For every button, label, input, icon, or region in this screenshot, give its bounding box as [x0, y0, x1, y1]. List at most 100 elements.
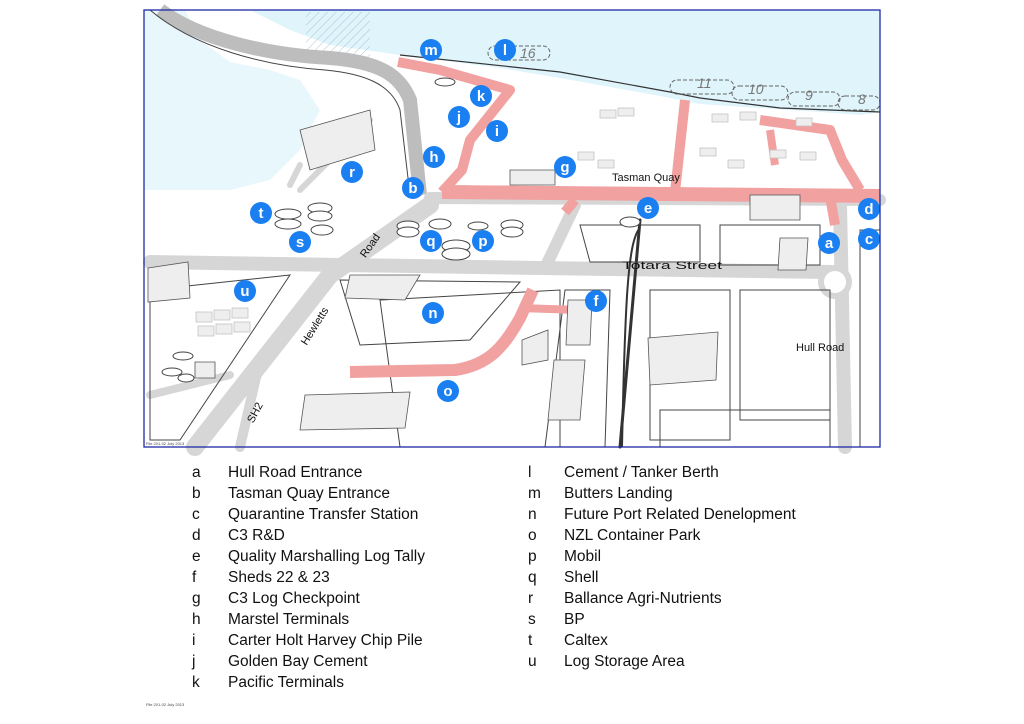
- legend-label: BP: [564, 611, 585, 628]
- legend-letter: s: [528, 611, 536, 628]
- marker-circle: [422, 302, 444, 324]
- legend-letter: n: [528, 506, 537, 523]
- berth-numbers: 16 11 10 9 8: [520, 45, 866, 107]
- legend-letter: q: [528, 569, 537, 586]
- breakwater-edge: [149, 9, 411, 196]
- label-totara-street: Totara Street: [622, 260, 722, 272]
- marker-i: i: [486, 120, 508, 142]
- storage-tanks: [161, 77, 641, 383]
- legend-item-q: q Shell: [528, 569, 868, 590]
- marker-circle: [585, 290, 607, 312]
- legend-letter: c: [192, 506, 200, 523]
- legend-label: Carter Holt Harvey Chip Pile: [228, 632, 423, 649]
- marker-letter: l: [503, 42, 507, 59]
- legend-item-g: g C3 Log Checkpoint: [192, 590, 512, 611]
- marker-a: a: [818, 232, 840, 254]
- marker-letter: f: [594, 293, 600, 310]
- marker-circle: [402, 177, 424, 199]
- legend-label: Shell: [564, 569, 599, 586]
- marker-f: f: [585, 290, 607, 312]
- marker-o: o: [437, 380, 459, 402]
- marker-letter: e: [644, 200, 652, 217]
- marker-h: h: [423, 146, 445, 168]
- map-frame: [143, 9, 881, 448]
- marker-circle: [448, 106, 470, 128]
- marker-k: k: [470, 85, 492, 107]
- legend-label: C3 Log Checkpoint: [228, 590, 360, 607]
- legend-item-e: e Quality Marshalling Log Tally: [192, 548, 512, 569]
- legend-letter: e: [192, 548, 201, 565]
- marker-circle: [437, 380, 459, 402]
- label-tasman: Tasman Quay: [612, 172, 680, 184]
- marker-circle: [470, 85, 492, 107]
- marker-letter: d: [864, 201, 873, 218]
- marker-letter: p: [478, 233, 487, 250]
- marker-letter: k: [477, 88, 486, 105]
- legend-letter: g: [192, 590, 201, 607]
- buildings: [147, 109, 809, 431]
- legend-letter: u: [528, 653, 537, 670]
- file-reference: File 201-02 July 2013: [146, 441, 185, 446]
- legend-label: Pacific Terminals: [228, 674, 345, 691]
- legend-letter: b: [192, 485, 201, 502]
- marker-letter: m: [424, 42, 437, 59]
- marker-letter: i: [495, 123, 499, 140]
- marker-circle: [472, 230, 494, 252]
- marker-p: p: [472, 230, 494, 252]
- legend-label: Future Port Related Denelopment: [564, 506, 796, 523]
- legend-label: Quarantine Transfer Station: [228, 506, 419, 523]
- legend-item-c: c Quarantine Transfer Station: [192, 506, 512, 527]
- marker-circle: [494, 39, 516, 61]
- legend-label: Butters Landing: [564, 485, 673, 502]
- marker-circle: [234, 280, 256, 302]
- breakwater: [155, 4, 427, 196]
- berth-outlines: [487, 45, 881, 111]
- legend-label: Caltex: [564, 632, 608, 649]
- marker-b: b: [402, 177, 424, 199]
- marker-letter: r: [349, 164, 355, 181]
- legend-label: Marstel Terminals: [228, 611, 350, 628]
- marker-circle: [250, 202, 272, 224]
- marker-letter: g: [560, 159, 569, 176]
- marker-letter: j: [456, 109, 461, 126]
- legend-label: Quality Marshalling Log Tally: [228, 548, 426, 565]
- legend-letter: o: [528, 527, 537, 544]
- legend-item-o: o NZL Container Park: [528, 527, 868, 548]
- marker-d: d: [858, 198, 880, 220]
- marker-m: m: [420, 39, 442, 61]
- log-storage-faint: [195, 107, 817, 337]
- legend-label: Tasman Quay Entrance: [228, 485, 390, 502]
- pink-route: [349, 57, 881, 378]
- marker-j: j: [448, 106, 470, 128]
- legend-item-l: l Cement / Tanker Berth: [528, 464, 868, 485]
- marker-letter: u: [240, 283, 249, 300]
- marker-s: s: [289, 231, 311, 253]
- legend-label: Sheds 22 & 23: [228, 569, 330, 586]
- marker-circle: [486, 120, 508, 142]
- legend-letter: l: [528, 464, 532, 481]
- legend-label: NZL Container Park: [564, 527, 701, 544]
- marker-letter: q: [426, 233, 435, 250]
- legend-letter: a: [192, 464, 201, 481]
- legend-item-m: m Butters Landing: [528, 485, 868, 506]
- legend-item-s: s BP: [528, 611, 868, 632]
- marker-circle: [289, 231, 311, 253]
- berth-10: 10: [748, 81, 764, 97]
- legend-label: Ballance Agri-Nutrients: [564, 590, 722, 607]
- marker-circle: [818, 232, 840, 254]
- marker-t: t: [250, 202, 272, 224]
- legend-label: Cement / Tanker Berth: [564, 464, 719, 481]
- legend-letter: m: [528, 485, 541, 502]
- marker-letter: h: [429, 149, 438, 166]
- roundabout: [818, 265, 852, 299]
